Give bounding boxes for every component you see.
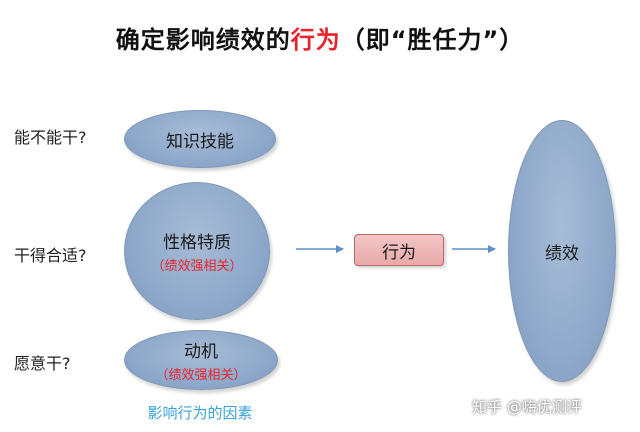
motivation-note: （绩效强相关） <box>155 368 247 383</box>
behavior-box: 行为 <box>354 234 444 266</box>
personality-ellipse: 性格特质 （绩效强相关） <box>124 182 270 320</box>
motivation-ellipse: 动机 （绩效强相关） <box>124 330 278 390</box>
watermark: 知乎 @嗨优测评 <box>472 398 582 416</box>
motivation-label: 动机 <box>184 342 218 362</box>
title-highlight: 行为 <box>290 26 341 54</box>
question-willing: 愿意干? <box>14 354 71 373</box>
title-suffix: （即“胜任力”） <box>340 26 525 54</box>
performance-label: 绩效 <box>545 243 579 264</box>
question-fit: 干得合适? <box>14 246 87 265</box>
knowledge-skills-label: 知识技能 <box>166 131 234 152</box>
performance-ellipse: 绩效 <box>508 120 616 382</box>
factors-caption: 影响行为的因素 <box>147 404 253 422</box>
question-can-do: 能不能干? <box>14 128 87 147</box>
page-title: 确定影响绩效的行为（即“胜任力”） <box>0 20 640 55</box>
knowledge-skills-ellipse: 知识技能 <box>124 110 276 168</box>
personality-label: 性格特质 <box>163 233 231 253</box>
behavior-label: 行为 <box>382 242 416 263</box>
title-prefix: 确定影响绩效的 <box>115 26 291 54</box>
personality-note: （绩效强相关） <box>151 259 243 274</box>
